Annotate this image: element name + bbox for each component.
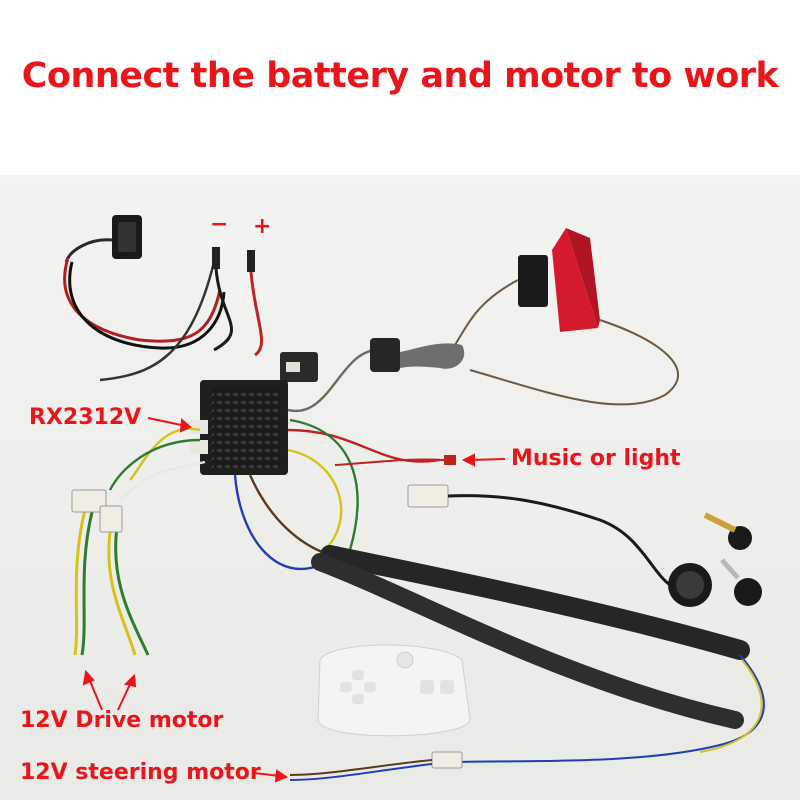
battery-plus-label: + (253, 214, 272, 239)
steering-motor-label: 12V steering motor (20, 760, 261, 785)
drive-motor-wires (73, 509, 150, 656)
wiring-kit-photo (0, 175, 800, 800)
battery-minus-label: − (210, 212, 229, 237)
controller-wires (108, 348, 441, 571)
mid-connector (407, 484, 449, 508)
controller-box (190, 380, 288, 475)
remote-control (317, 644, 471, 737)
battery-minus-pin (212, 247, 220, 269)
battery-plus-pin (247, 250, 255, 272)
drive-connector-1 (71, 489, 107, 513)
drive-motor-label: 12V Drive motor (20, 708, 224, 733)
page-title: Connect the battery and motor to work (21, 56, 779, 96)
key-switch (668, 512, 762, 607)
header-band: Connect the battery and motor to work (0, 0, 800, 175)
callout-arrows (82, 417, 506, 783)
power-switch (64, 215, 142, 263)
music-light-label: Music or light (511, 446, 681, 471)
music-connector (444, 455, 456, 465)
cable-sleeve-1 (320, 545, 750, 660)
throttle-lever (370, 338, 465, 372)
steering-connector (431, 751, 463, 769)
cable-sleeve-2 (311, 553, 744, 729)
drive-connector-2 (99, 505, 123, 533)
foot-pedal (518, 228, 600, 332)
controller-label: RX2312V (29, 405, 142, 430)
